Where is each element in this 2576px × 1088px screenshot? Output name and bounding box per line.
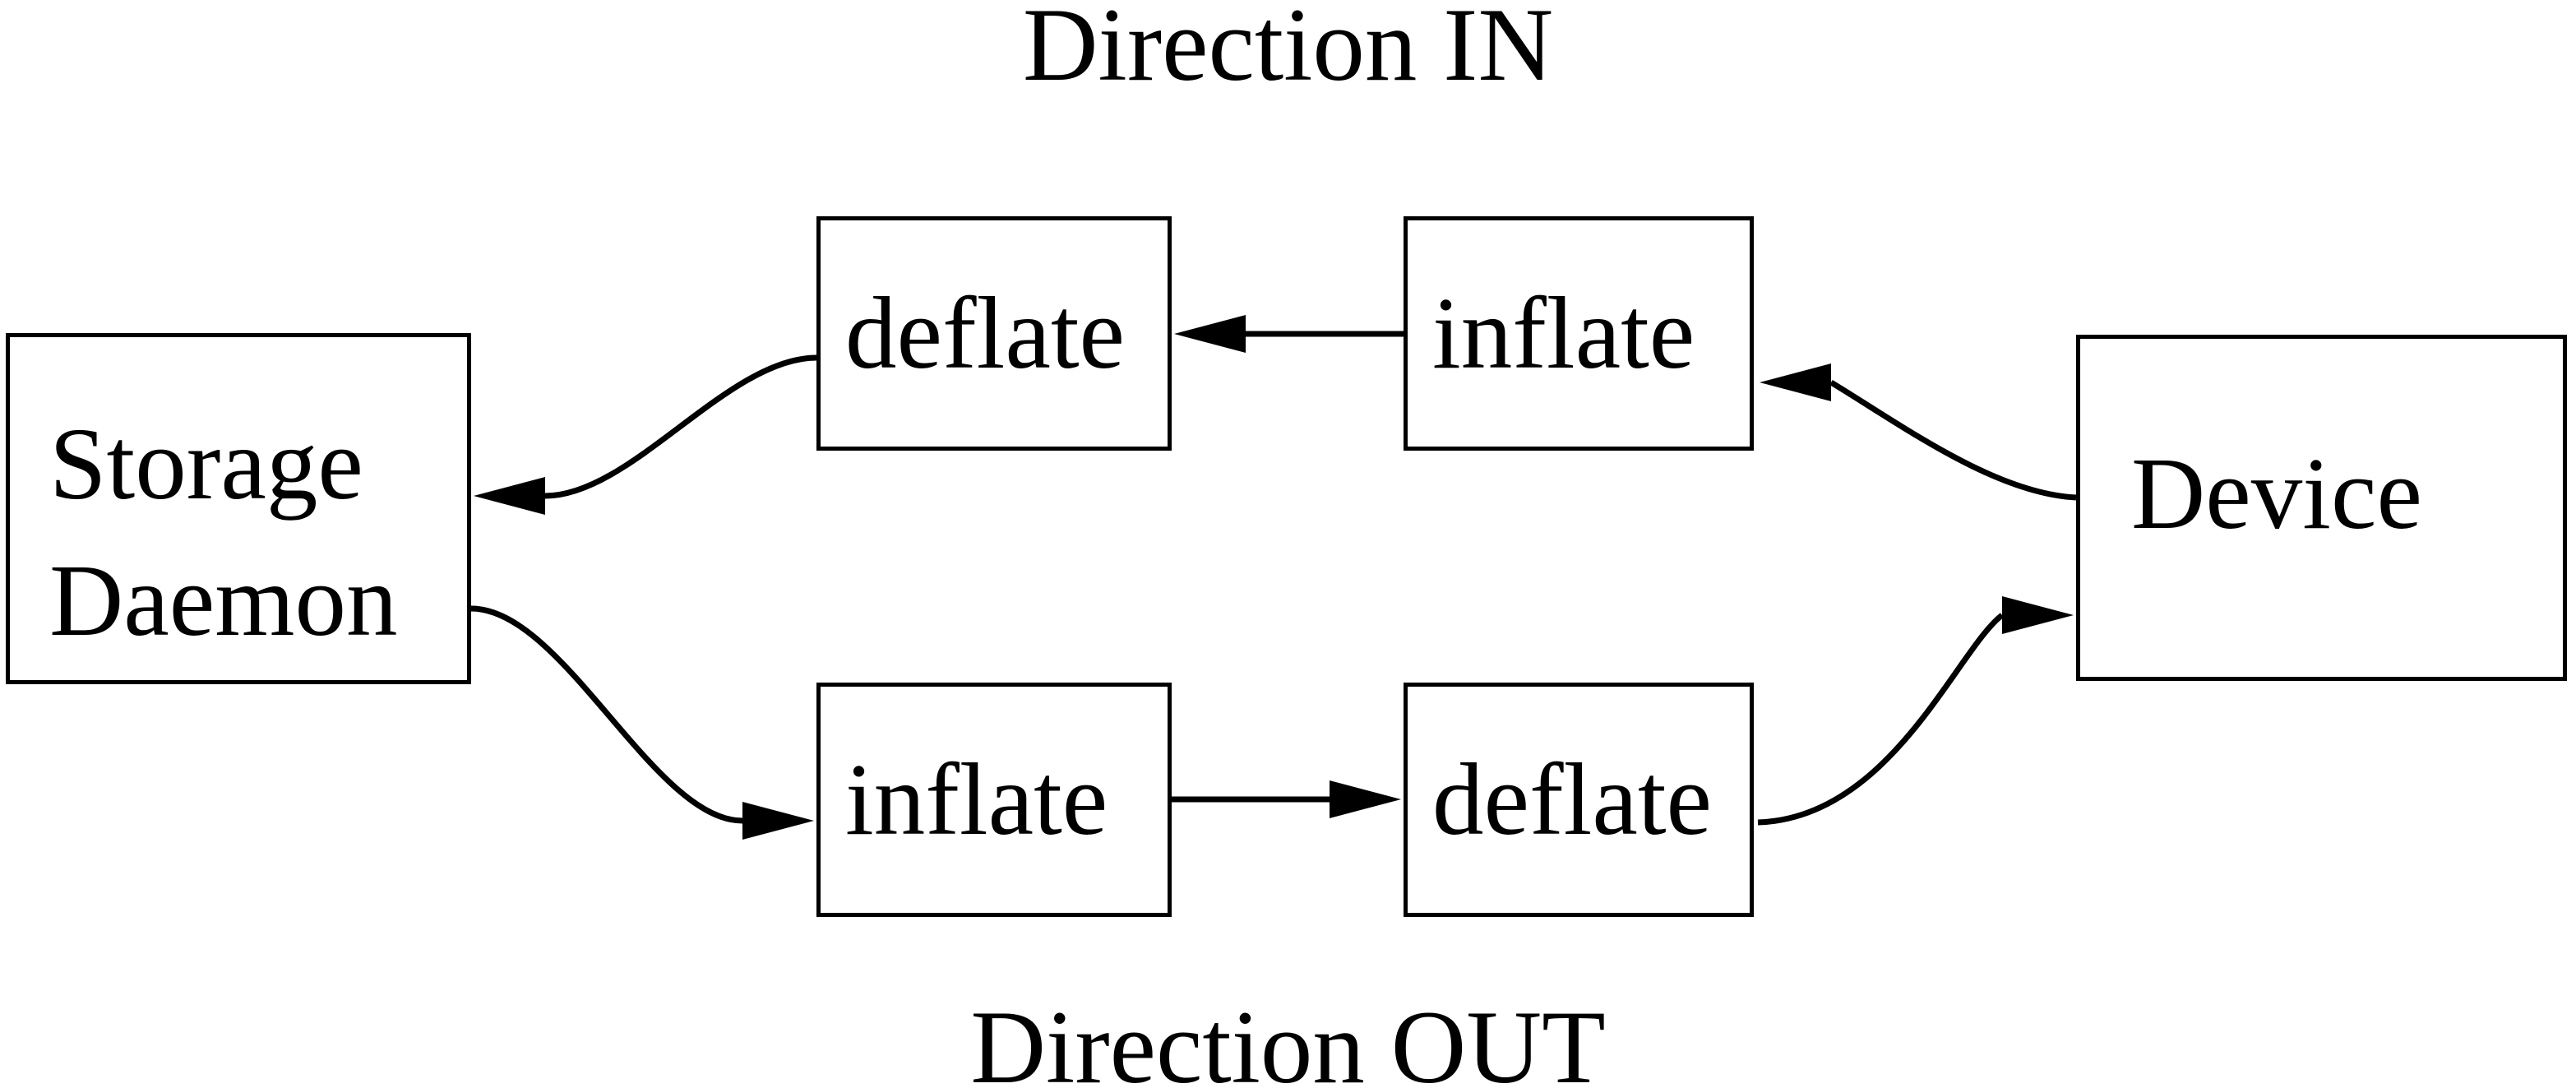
arrowhead-storage-to-inflate-bottom	[742, 802, 814, 840]
node-deflate-top: deflate	[816, 216, 1172, 451]
node-inflate-top: inflate	[1404, 216, 1754, 451]
node-device: Device	[2076, 335, 2567, 681]
arrowhead-inflate-bottom-to-deflate-bottom	[1330, 780, 1401, 818]
arrowhead-inflate-top-to-deflate-top	[1174, 315, 1246, 353]
arrow-device-to-inflate-top	[1829, 380, 2077, 501]
node-deflate-bottom: deflate	[1404, 683, 1754, 917]
arrow-deflate-top-to-storage	[544, 354, 817, 499]
node-inflate-bottom: inflate	[816, 683, 1172, 917]
direction-out-label: Direction OUT	[970, 990, 1606, 1088]
storage-daemon-label-line1: Storage	[49, 408, 363, 521]
arrowhead-deflate-top-to-storage	[474, 477, 545, 515]
storage-daemon-label-line2: Daemon	[49, 544, 398, 658]
arrowhead-deflate-bottom-to-device	[2002, 596, 2074, 634]
node-storage-daemon: Storage Daemon	[6, 333, 471, 684]
direction-in-label: Direction IN	[1022, 0, 1554, 103]
arrow-deflate-bottom-to-device	[1757, 613, 2005, 826]
arrowhead-device-to-inflate-top	[1760, 363, 1831, 401]
arrow-storage-to-inflate-bottom	[470, 605, 743, 824]
